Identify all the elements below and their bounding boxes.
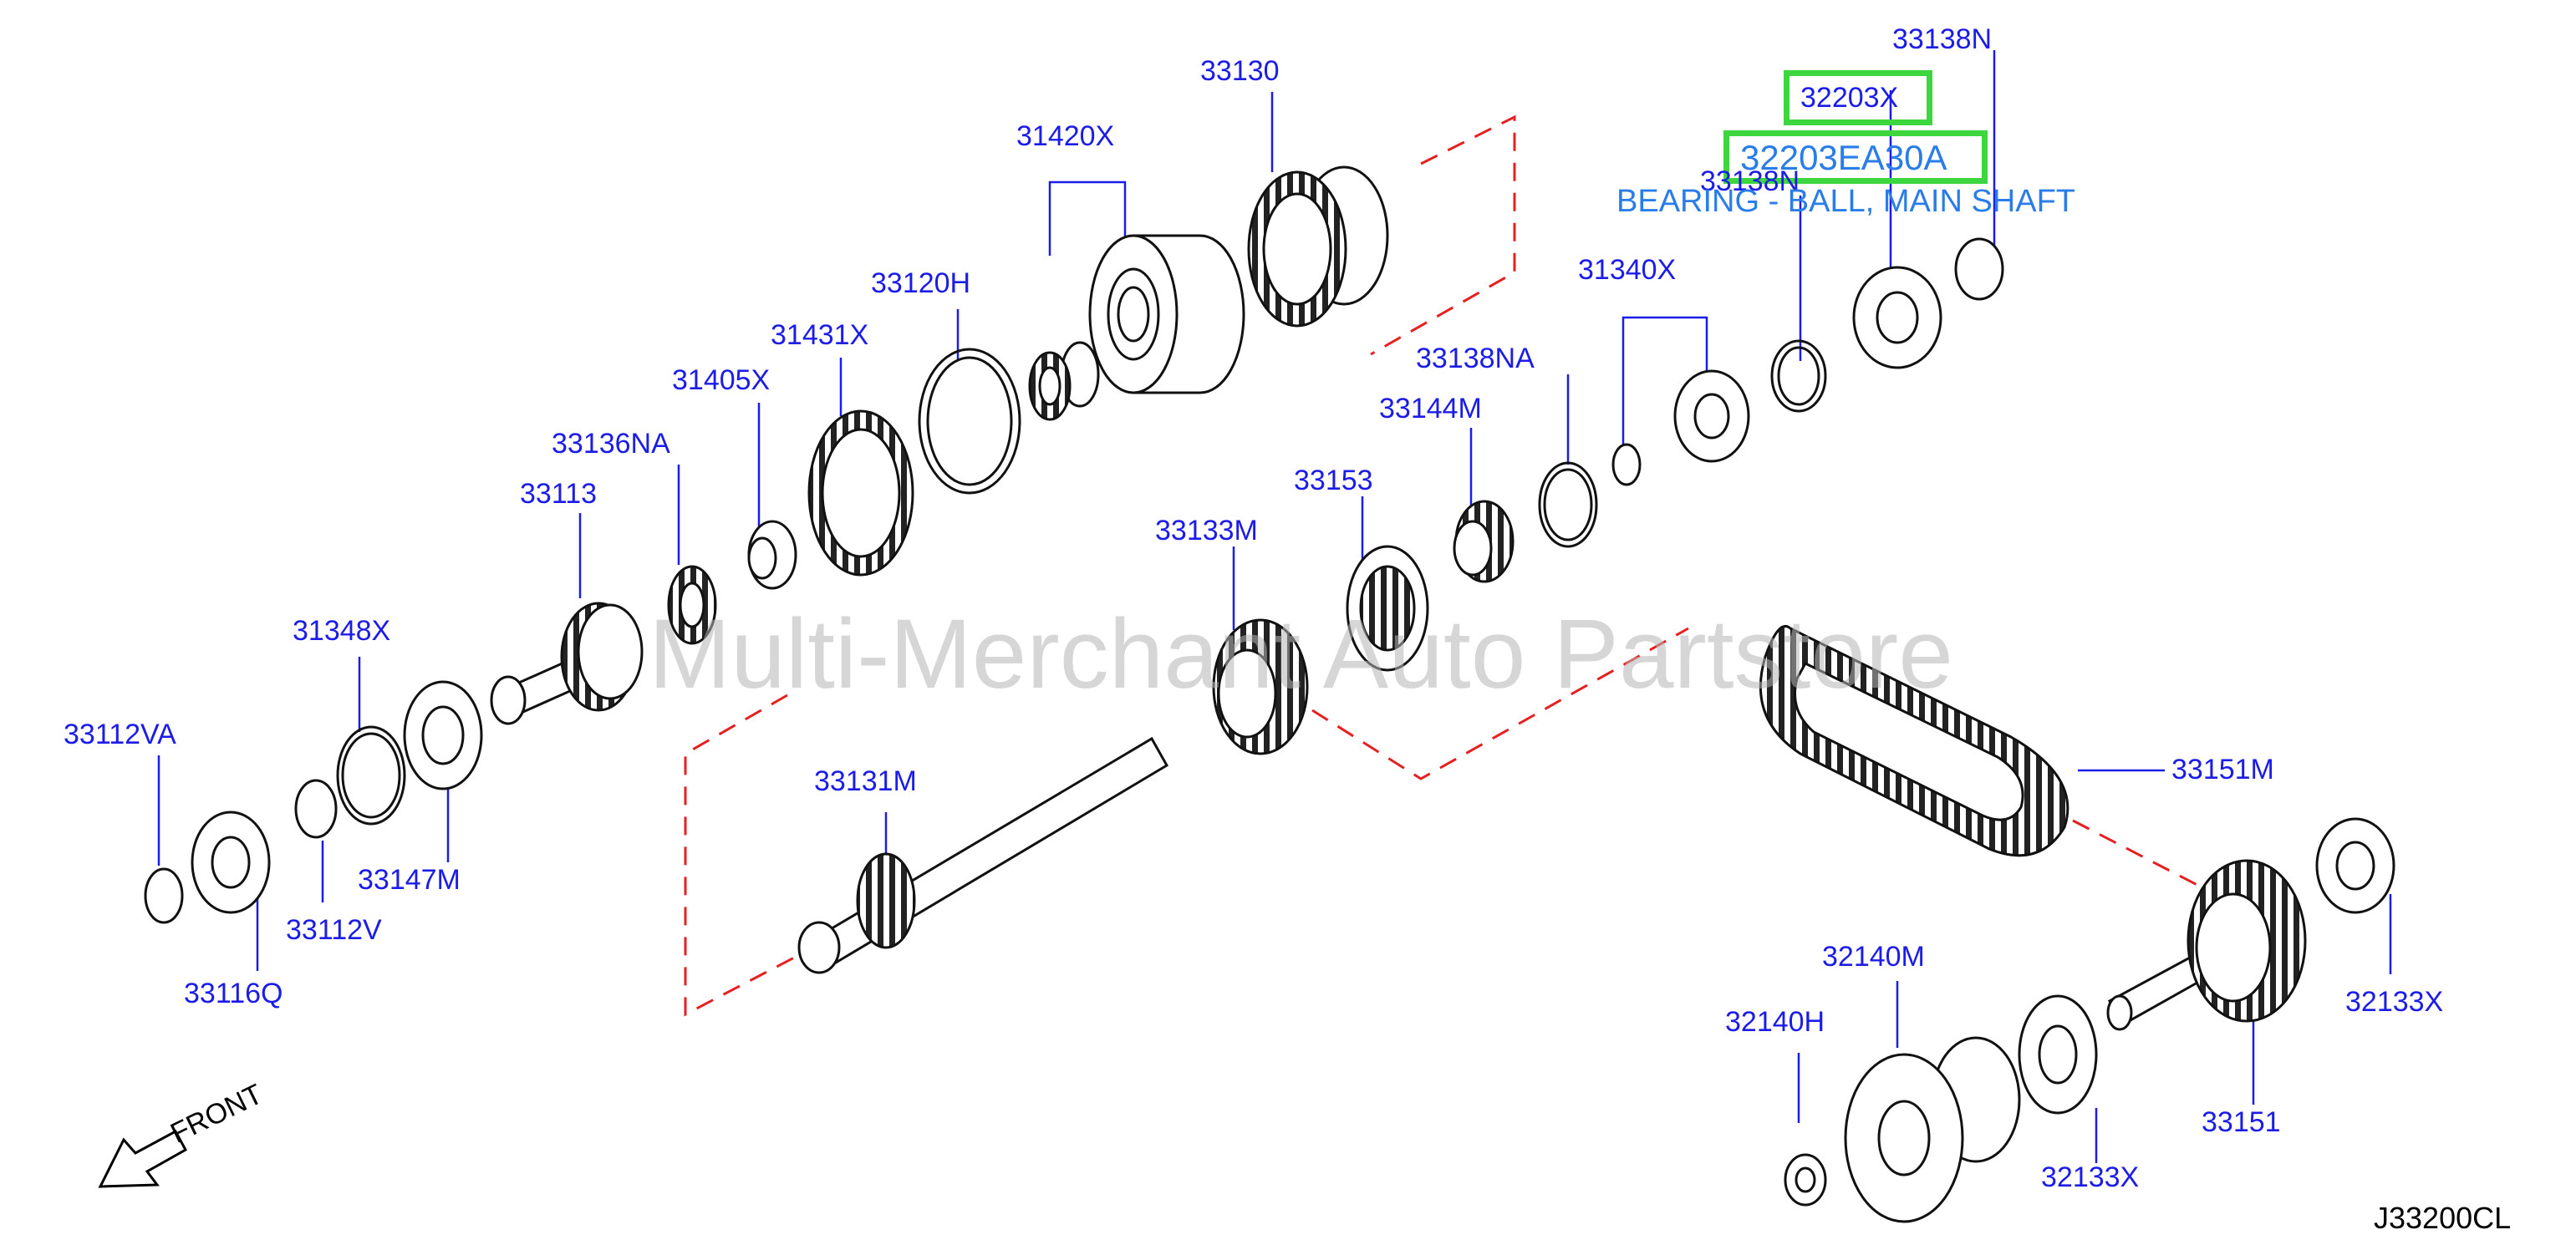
label-31348x[interactable]: 31348X xyxy=(293,615,391,647)
parts xyxy=(144,165,2395,1223)
label-33151m[interactable]: 33151M xyxy=(2171,754,2274,785)
label-33116q[interactable]: 33116Q xyxy=(184,978,283,1009)
label-32133x-right[interactable]: 32133X xyxy=(2345,986,2444,1018)
part-description: BEARING - BALL, MAIN SHAFT xyxy=(1616,184,2075,219)
label-33153[interactable]: 33153 xyxy=(1294,465,1373,496)
label-33133m[interactable]: 33133M xyxy=(1155,515,1258,546)
label-33151[interactable]: 33151 xyxy=(2202,1106,2281,1138)
label-31420x[interactable]: 31420X xyxy=(1016,120,1115,152)
label-33113[interactable]: 33113 xyxy=(520,478,598,510)
drawing-code: J33200CL xyxy=(2374,1201,2512,1235)
label-33138n[interactable]: 33138N xyxy=(1892,23,1993,55)
label-31431x[interactable]: 31431X xyxy=(771,319,869,351)
label-33120h[interactable]: 33120H xyxy=(871,267,971,299)
highlight-box-part-number xyxy=(1723,130,1988,184)
label-32140m[interactable]: 32140M xyxy=(1822,941,1925,973)
highlight-part-number[interactable]: 32203EA30A xyxy=(1740,138,1947,177)
label-33138na[interactable]: 33138NA xyxy=(1416,343,1535,374)
highlight-group-code[interactable]: 32203X xyxy=(1800,82,1899,114)
label-31340x[interactable]: 31340X xyxy=(1578,254,1677,286)
dashed-reference-lines xyxy=(684,114,2216,1017)
label-33131m[interactable]: 33131M xyxy=(814,765,917,797)
watermark: Multi-Merchant Auto Partstore xyxy=(649,599,1953,709)
label-33147m[interactable]: 33147M xyxy=(358,864,461,896)
label-32133x-bottom[interactable]: 32133X xyxy=(2041,1161,2140,1193)
label-33112v[interactable]: 33112V xyxy=(286,914,382,946)
highlight-box-group-code xyxy=(1784,70,1932,125)
front-arrow-icon xyxy=(98,1129,188,1188)
label-31405x[interactable]: 31405X xyxy=(672,364,771,396)
label-33144m[interactable]: 33144M xyxy=(1379,393,1482,424)
label-32140h[interactable]: 32140H xyxy=(1725,1006,1825,1038)
label-33136na[interactable]: 33136NA xyxy=(552,428,670,460)
label-obscured-33138n[interactable]: 33138N xyxy=(1700,165,1800,197)
label-33130[interactable]: 33130 xyxy=(1200,55,1280,87)
label-33112va[interactable]: 33112VA xyxy=(64,719,176,750)
